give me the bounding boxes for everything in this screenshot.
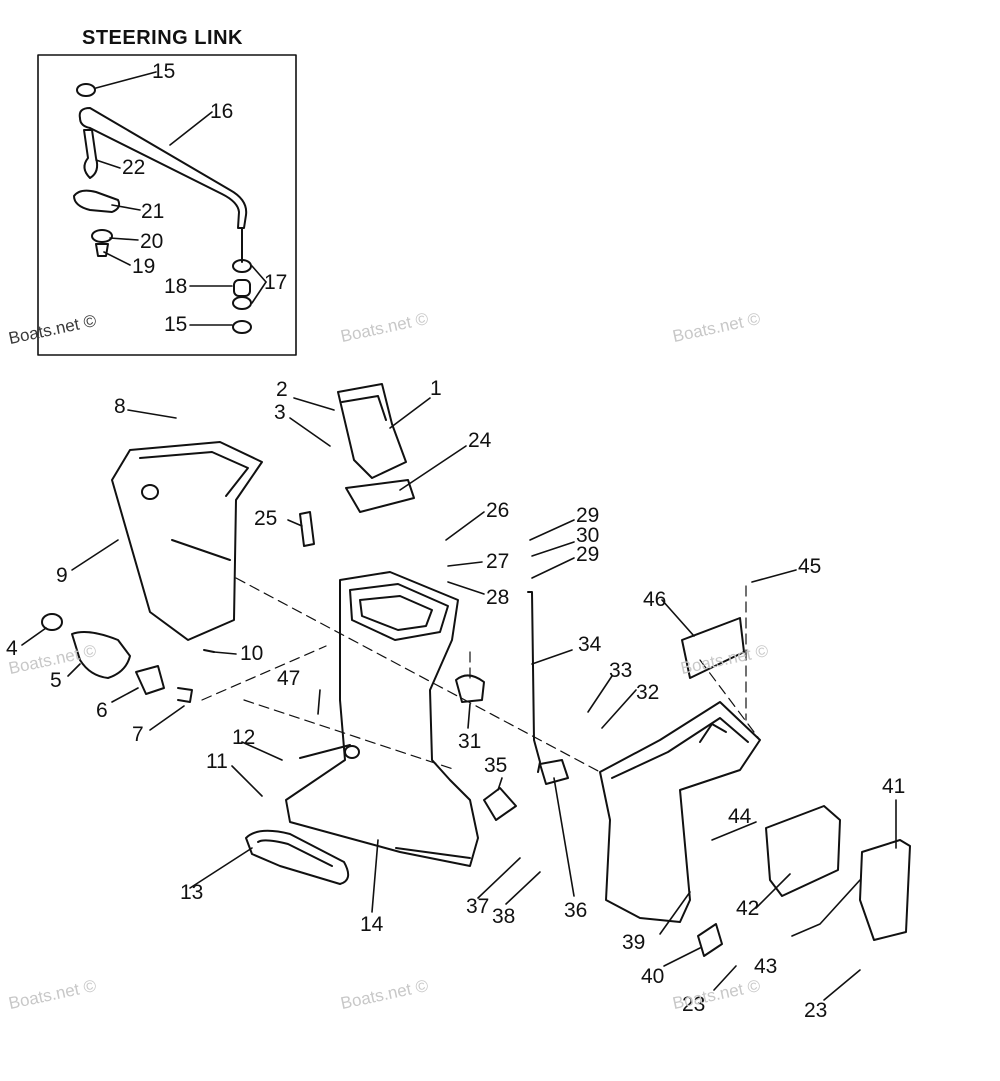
drive-shaft-housing — [599, 701, 761, 923]
callout-29-upper: 29 — [576, 504, 600, 527]
callout-22: 22 — [122, 156, 146, 179]
steering-link-inset-frame — [37, 54, 297, 356]
callout-15-lower: 15 — [164, 313, 188, 336]
callout-25: 25 — [254, 507, 278, 530]
callout-30: 30 — [576, 524, 600, 547]
callout-26: 26 — [486, 499, 510, 522]
callout-11: 11 — [206, 750, 228, 773]
callout-39: 39 — [622, 931, 646, 954]
callout-29-lower: 29 — [576, 543, 600, 566]
lower-unit-housing — [285, 571, 479, 867]
callout-5: 5 — [50, 669, 62, 692]
callout-33: 33 — [609, 659, 633, 682]
cover-42 — [765, 805, 841, 897]
callout-16: 16 — [210, 100, 234, 123]
callout-2: 2 — [276, 378, 288, 401]
callout-3: 3 — [274, 401, 286, 424]
main-leader-lines — [21, 397, 897, 1001]
callout-31: 31 — [458, 730, 482, 753]
cover-41 — [859, 839, 911, 941]
callout-19: 19 — [132, 255, 156, 278]
callout-20: 20 — [140, 230, 164, 253]
callout-1: 1 — [430, 377, 442, 400]
shift-parts — [41, 613, 215, 703]
callout-38: 38 — [492, 905, 516, 928]
callout-43: 43 — [754, 955, 778, 978]
callout-47: 47 — [277, 667, 301, 690]
callout-23-right: 23 — [804, 999, 828, 1022]
callout-37: 37 — [466, 895, 490, 918]
callout-8: 8 — [114, 395, 126, 418]
callout-7: 7 — [132, 723, 144, 746]
callout-4: 4 — [6, 637, 18, 660]
steering-link-title: STEERING LINK — [82, 27, 243, 49]
callout-42: 42 — [736, 897, 760, 920]
callout-12: 12 — [232, 726, 256, 749]
callout-23-left: 23 — [682, 993, 706, 1016]
callout-17: 17 — [264, 271, 288, 294]
callout-41: 41 — [882, 775, 906, 798]
callout-9: 9 — [56, 564, 68, 587]
callout-34: 34 — [578, 633, 602, 656]
callout-28: 28 — [486, 586, 510, 609]
inset-leader-lines — [95, 71, 267, 326]
callout-13: 13 — [180, 881, 204, 904]
callout-10: 10 — [240, 642, 264, 665]
shift-rod — [527, 591, 569, 785]
callout-14: 14 — [360, 913, 384, 936]
callout-6: 6 — [96, 699, 108, 722]
exhaust-tube — [337, 383, 415, 513]
callout-35: 35 — [484, 754, 508, 777]
callout-45: 45 — [798, 555, 822, 578]
callout-15-upper: 15 — [152, 60, 176, 83]
callout-44: 44 — [728, 805, 752, 828]
callout-18: 18 — [164, 275, 188, 298]
alignment-lines — [201, 577, 761, 773]
callout-32: 32 — [636, 681, 660, 704]
callout-40: 40 — [641, 965, 665, 988]
callout-46: 46 — [643, 588, 667, 611]
callout-21: 21 — [141, 200, 165, 223]
callout-27: 27 — [486, 550, 510, 573]
callout-36: 36 — [564, 899, 588, 922]
callout-24: 24 — [468, 429, 492, 452]
upper-housing — [111, 441, 263, 641]
